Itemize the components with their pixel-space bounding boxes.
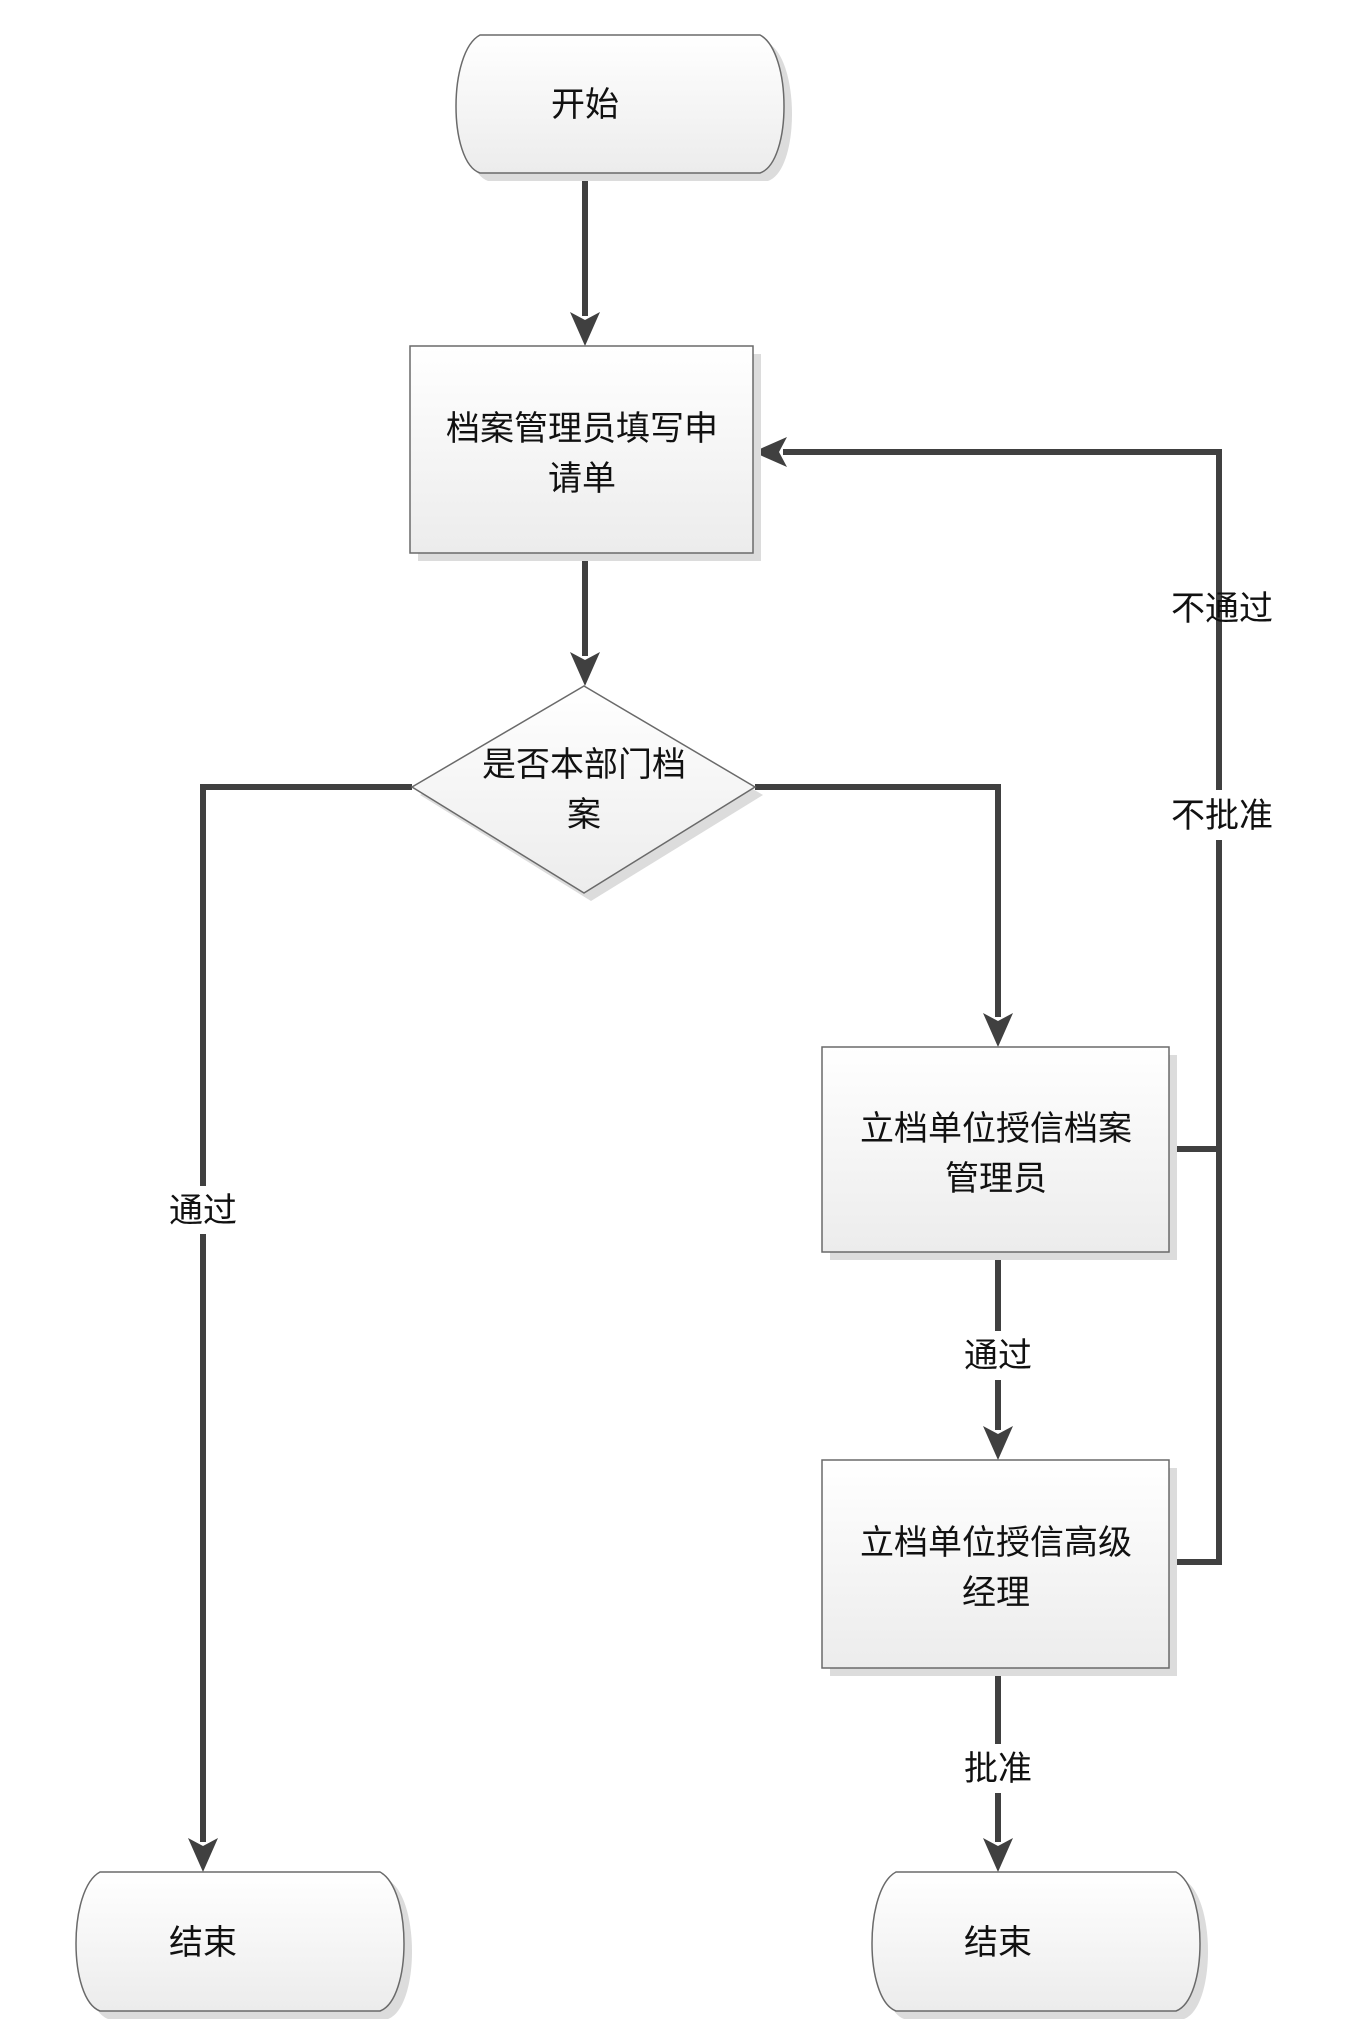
decision-label-line2: 案 [567, 795, 601, 835]
edge-decision-to-end-left [200, 784, 412, 1186]
decision-node: 是否本部门档 案 [410, 685, 763, 901]
edge-label-not-pass: 不通过 [1171, 589, 1273, 629]
end-left-node: 结束 [75, 1871, 412, 2019]
fill-form-node: 档案管理员填写申 请单 [409, 345, 761, 561]
edge-decision-to-credit-admin [755, 784, 1001, 1017]
end-right-node: 结束 [871, 1871, 1208, 2019]
end-right-label: 结束 [964, 1923, 1032, 1963]
decision-shape [410, 685, 757, 894]
decision-label-line1: 是否本部门档 [482, 745, 686, 785]
arrowhead [983, 1426, 1013, 1460]
arrowhead [570, 312, 600, 346]
end-left-shape [75, 1871, 405, 2012]
credit-admin-label-line2: 管理员 [945, 1159, 1047, 1199]
edge-reject-loop-upper [783, 449, 1222, 790]
fill-form-shape [409, 345, 754, 554]
edge-manager-reject [1169, 840, 1222, 1565]
edge-label-approve: 批准 [964, 1749, 1032, 1789]
arrowhead [983, 1013, 1013, 1047]
start-shape [455, 34, 785, 174]
credit-manager-label-line2: 经理 [962, 1573, 1030, 1613]
arrowhead [570, 652, 600, 686]
credit-admin-shape [821, 1046, 1170, 1253]
credit-admin-label-line1: 立档单位授信档案 [860, 1109, 1132, 1149]
credit-manager-label-line1: 立档单位授信高级 [860, 1523, 1132, 1563]
edge-label-not-approve: 不批准 [1171, 796, 1273, 836]
credit-manager-node: 立档单位授信高级 经理 [821, 1459, 1177, 1676]
fill-form-label-line2: 请单 [548, 459, 616, 499]
arrowhead [188, 1838, 218, 1872]
start-label: 开始 [551, 85, 619, 125]
arrowhead [983, 1838, 1013, 1872]
credit-admin-node: 立档单位授信档案 管理员 [821, 1046, 1177, 1260]
start-node: 开始 [455, 34, 792, 181]
fill-form-label-line1: 档案管理员填写申 [446, 409, 718, 449]
edge-label-pass-middle: 通过 [964, 1336, 1032, 1376]
end-right-shape [871, 1871, 1201, 2012]
arrowhead [753, 437, 787, 467]
end-left-label: 结束 [169, 1923, 237, 1963]
credit-manager-shape [821, 1459, 1170, 1669]
edge-label-pass-left: 通过 [169, 1191, 237, 1231]
